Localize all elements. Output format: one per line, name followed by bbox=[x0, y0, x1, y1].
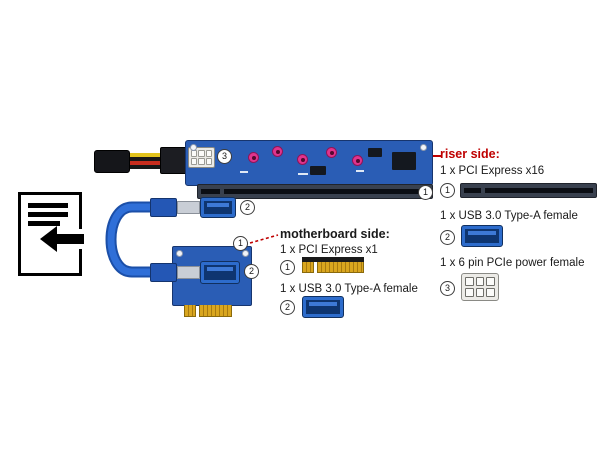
manual-text-line-3 bbox=[28, 221, 60, 226]
usb3-port-icon-mb bbox=[302, 296, 344, 318]
legend-number-2: 2 bbox=[440, 230, 455, 245]
callout-line-motherboard bbox=[249, 234, 279, 244]
mounting-hole-board-right bbox=[242, 250, 249, 257]
6pin-power-icon bbox=[461, 273, 499, 301]
pcie-x1-edge-icon-long bbox=[317, 262, 364, 273]
legend-number-mb-2: 2 bbox=[280, 300, 295, 315]
manual-text-line-1 bbox=[28, 203, 68, 208]
callout-line-riser bbox=[433, 155, 442, 157]
slot-key bbox=[481, 186, 485, 195]
ic-chip bbox=[310, 166, 326, 175]
6pin-power-connector-on-card bbox=[188, 147, 215, 168]
silkscreen-mark bbox=[356, 170, 364, 172]
usb3-port-icon bbox=[461, 225, 503, 247]
pcie-x16-slot-icon bbox=[460, 183, 597, 198]
usb-port-tongue bbox=[207, 267, 233, 271]
marker-riser-usb: 2 bbox=[240, 200, 255, 215]
sata-power-connector bbox=[94, 150, 130, 173]
legend-label-usb-mb: 1 x USB 3.0 Type-A female bbox=[280, 283, 418, 295]
slot-key bbox=[220, 187, 224, 196]
sata-wire-yellow bbox=[128, 153, 162, 157]
capacitor bbox=[297, 154, 308, 165]
usb-port-tongue bbox=[468, 231, 496, 235]
mounting-hole-board-left bbox=[176, 250, 183, 257]
legend-label-pcie-x1: 1 x PCI Express x1 bbox=[280, 244, 378, 256]
sata-wire-black bbox=[128, 157, 162, 161]
capacitor bbox=[272, 146, 283, 157]
sata-wire-black-2 bbox=[128, 165, 162, 169]
pcie-x1-edge-icon-short bbox=[302, 262, 314, 273]
usb-port-tongue bbox=[309, 302, 337, 306]
silkscreen-mark bbox=[240, 171, 248, 173]
ic-chip bbox=[368, 148, 382, 157]
pcie-x16-slot-on-card bbox=[197, 184, 433, 199]
riser-card-pcb bbox=[185, 140, 433, 186]
usb-port-tongue bbox=[207, 203, 229, 207]
riser-side-title: riser side: bbox=[440, 147, 500, 161]
legend-label-usb-riser: 1 x USB 3.0 Type-A female bbox=[440, 210, 578, 222]
silkscreen-mark bbox=[298, 173, 308, 175]
capacitor bbox=[352, 155, 363, 166]
marker-board-usb: 2 bbox=[244, 264, 259, 279]
capacitor bbox=[326, 147, 337, 158]
usb3-port-on-card bbox=[200, 197, 236, 218]
usb-header-on-card bbox=[392, 152, 416, 170]
usb-cable-plug-top-shield bbox=[177, 201, 200, 214]
legend-number-1: 1 bbox=[440, 183, 455, 198]
usb-cable bbox=[105, 201, 160, 278]
legend-label-pcie-x16: 1 x PCI Express x16 bbox=[440, 165, 545, 177]
marker-riser-pcie: 1 bbox=[418, 185, 433, 200]
marker-riser-power: 3 bbox=[217, 149, 232, 164]
usb-cable-plug-top bbox=[150, 198, 177, 217]
sata-wire-red bbox=[128, 161, 162, 165]
mounting-hole-right bbox=[420, 144, 427, 151]
usb3-port-on-board bbox=[200, 261, 240, 284]
legend-label-power: 1 x 6 pin PCIe power female bbox=[440, 257, 585, 269]
insert-arrow-icon bbox=[40, 226, 84, 252]
capacitor bbox=[248, 152, 259, 163]
legend-number-mb-1: 1 bbox=[280, 260, 295, 275]
marker-board-pcie: 1 bbox=[233, 236, 248, 251]
pcie-x1-edge-on-board-long bbox=[199, 305, 232, 317]
motherboard-side-title: motherboard side: bbox=[280, 227, 390, 241]
usb-cable-plug-bottom bbox=[150, 263, 177, 282]
slot-opening bbox=[201, 189, 429, 194]
manual-text-line-2 bbox=[28, 212, 68, 217]
mounting-hole-left bbox=[190, 144, 197, 151]
legend-number-3: 3 bbox=[440, 281, 455, 296]
usb-cable-plug-bottom-shield bbox=[177, 266, 200, 279]
pcie-x1-edge-on-board bbox=[184, 305, 196, 317]
pcie-x1-edge-icon-top bbox=[302, 257, 364, 262]
slot-opening bbox=[464, 188, 593, 193]
